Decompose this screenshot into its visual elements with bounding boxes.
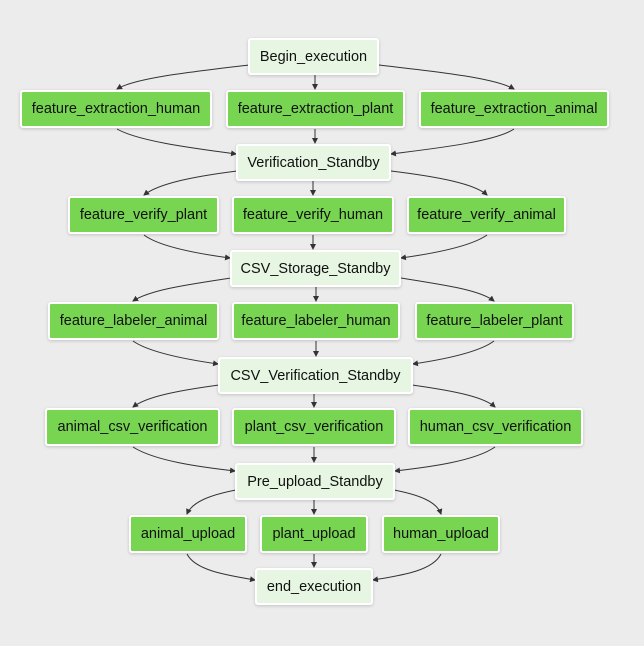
node-verification-standby[interactable]: Verification_Standby (236, 144, 391, 181)
node-begin-execution[interactable]: Begin_execution (248, 38, 379, 75)
edge-up-human-to-end (372, 553, 442, 583)
node-csv-verification-standby[interactable]: CSV_Verification_Standby (218, 357, 413, 394)
edge-fe-human-to-verify (116, 128, 237, 157)
node-feature-verify-plant[interactable]: feature_verify_plant (68, 196, 219, 234)
edge-storage-to-fl-animal (132, 277, 232, 302)
edge-storage-to-fl-plant (400, 277, 495, 302)
edge-preupload-to-up-animal (186, 489, 237, 515)
node-plant-csv-verification[interactable]: plant_csv_verification (232, 408, 396, 446)
edge-fl-animal-to-csvver (132, 340, 219, 367)
node-human-upload[interactable]: human_upload (382, 515, 500, 553)
node-animal-csv-verification[interactable]: animal_csv_verification (45, 408, 220, 446)
edge-up-animal-to-end (186, 553, 256, 583)
node-feature-extraction-human[interactable]: feature_extraction_human (20, 90, 212, 128)
edge-preupload-to-up-human (393, 489, 443, 515)
node-animal-upload[interactable]: animal_upload (129, 515, 247, 553)
node-feature-labeler-plant[interactable]: feature_labeler_plant (415, 302, 574, 340)
node-plant-upload[interactable]: plant_upload (260, 515, 368, 553)
node-feature-extraction-plant[interactable]: feature_extraction_plant (226, 90, 405, 128)
edge-fe-animal-to-verify (390, 128, 515, 157)
edge-begin-to-fe-human (116, 64, 250, 90)
node-end-execution[interactable]: end_execution (255, 568, 373, 605)
edge-fl-plant-to-csvver (412, 340, 495, 367)
edge-begin-to-fe-animal (378, 64, 515, 90)
node-feature-labeler-animal[interactable]: feature_labeler_animal (48, 302, 219, 340)
node-feature-extraction-animal[interactable]: feature_extraction_animal (419, 90, 609, 128)
edge-acsv-to-preupload (132, 446, 236, 474)
node-csv-storage-standby[interactable]: CSV_Storage_Standby (230, 250, 401, 287)
edge-hcsv-to-preupload (394, 446, 496, 474)
node-human-csv-verification[interactable]: human_csv_verification (408, 408, 583, 446)
node-feature-verify-animal[interactable]: feature_verify_animal (407, 196, 566, 234)
edge-fv-animal-to-storage (400, 234, 488, 261)
node-feature-verify-human[interactable]: feature_verify_human (232, 196, 394, 234)
edge-csvver-to-hcsv (411, 384, 496, 408)
edge-fv-plant-to-storage (143, 234, 231, 261)
edge-verify-to-fv-plant (143, 170, 238, 196)
edge-verify-to-fv-animal (390, 170, 488, 196)
edge-csvver-to-acsv (132, 384, 220, 408)
node-pre-upload-standby[interactable]: Pre_upload_Standby (235, 463, 395, 500)
node-feature-labeler-human[interactable]: feature_labeler_human (232, 302, 400, 340)
